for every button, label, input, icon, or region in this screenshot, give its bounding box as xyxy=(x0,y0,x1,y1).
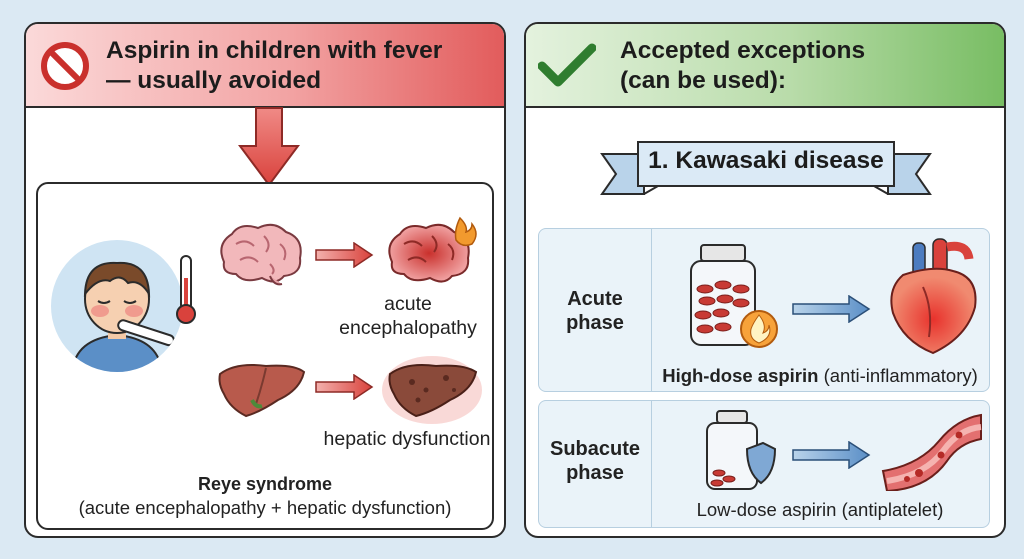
thermometer-icon xyxy=(176,255,196,324)
acute-phase-label: Acute phase xyxy=(539,287,651,335)
subacute-phase-box: Subacute phase Low-dose aspirin (antipla… xyxy=(538,400,990,528)
pill-bottle-icon xyxy=(690,244,778,348)
ribbon-banner xyxy=(600,141,932,195)
checkmark-icon xyxy=(538,43,596,87)
acute-phase-line2: phase xyxy=(566,312,624,334)
subacute-phase-line2: phase xyxy=(566,462,624,484)
right-panel: Accepted exceptions (can be used): 1. Ka… xyxy=(524,22,1006,538)
right-title-line1: Accepted exceptions xyxy=(620,37,866,64)
brain-caption: acute encephalopathy xyxy=(324,292,492,340)
subacute-drug-text: Low-dose aspirin (antiplatelet) xyxy=(696,499,944,520)
inflamed-brain-icon xyxy=(388,216,477,283)
right-title: Accepted exceptions (can be used): xyxy=(620,36,865,96)
sick-child-icon xyxy=(51,240,183,372)
left-title-line2: — usually avoided xyxy=(106,67,322,94)
ribbon-label: 1. Kawasaki disease xyxy=(648,147,884,174)
subacute-phase-label: Subacute phase xyxy=(539,437,651,485)
acute-arrow-icon xyxy=(792,295,871,323)
acute-drug-bold: High-dose aspirin xyxy=(662,365,819,386)
subacute-label-column xyxy=(539,401,652,527)
fire-icon xyxy=(454,216,477,247)
acute-drug-text: High-dose aspirin (anti-inflammatory) xyxy=(651,365,989,387)
syndrome-title: Reye syndrome xyxy=(197,474,333,494)
heart-icon xyxy=(890,238,977,355)
brain-caption-line2: encephalopathy xyxy=(339,317,477,339)
liver-arrow-icon xyxy=(315,374,374,400)
fire-icon xyxy=(750,314,771,344)
blood-vessel-icon xyxy=(881,413,982,491)
acute-phase-box: Acute phase High-dose aspirin xyxy=(538,228,990,392)
damaged-liver-icon xyxy=(382,356,482,424)
acute-drug-note: (anti-inflammatory) xyxy=(823,365,978,386)
syndrome-detail: (acute encephalopathy + hepatic dysfunct… xyxy=(78,497,452,518)
brain-arrow-icon xyxy=(315,242,374,268)
left-title-line1: Aspirin in children with fever xyxy=(106,37,443,64)
subacute-phase-line1: Subacute xyxy=(549,438,641,460)
subacute-arrow-icon xyxy=(792,441,871,469)
acute-phase-line1: Acute xyxy=(567,288,623,310)
left-panel: Aspirin in children with fever — usually… xyxy=(24,22,506,538)
acute-label-column xyxy=(539,229,652,391)
left-title: Aspirin in children with fever — usually… xyxy=(106,36,442,96)
right-title-line2: (can be used): xyxy=(620,67,787,94)
right-header: Accepted exceptions (can be used): xyxy=(526,24,1004,108)
down-arrow-icon xyxy=(238,107,300,187)
left-header: Aspirin in children with fever — usually… xyxy=(26,24,504,108)
reye-box: acute encephalopathy hepatic dysfunction… xyxy=(36,182,494,530)
shield-icon xyxy=(745,441,777,485)
brain-caption-line1: acute xyxy=(384,293,432,315)
brain-icon xyxy=(220,223,302,286)
liver-caption: hepatic dysfunction xyxy=(323,428,491,450)
liver-icon xyxy=(218,364,306,418)
no-entry-icon xyxy=(41,42,89,90)
small-pill-bottle-icon xyxy=(706,410,777,490)
